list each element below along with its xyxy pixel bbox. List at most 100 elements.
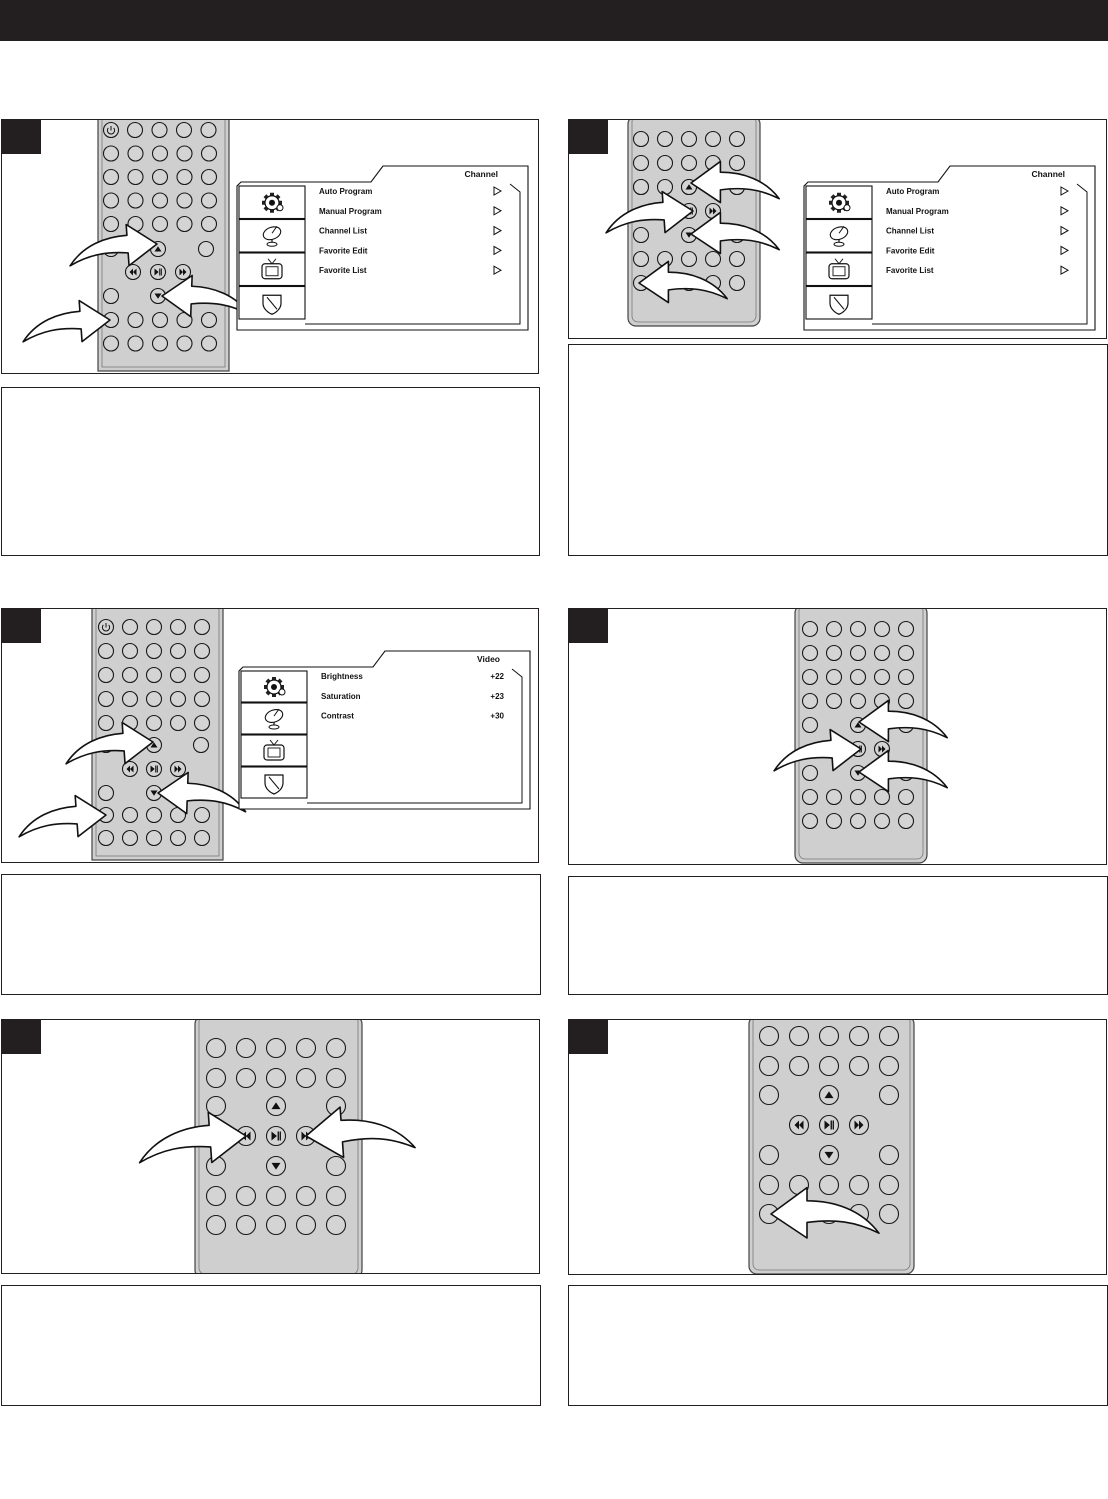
menu-item-label: Auto Program [319, 187, 372, 196]
remote-button [97, 829, 115, 847]
remote-button [849, 644, 867, 662]
step-panel-5 [1, 1019, 540, 1274]
remote-button [680, 250, 698, 268]
remote-button [849, 692, 867, 710]
remote-button [121, 806, 139, 824]
remote-button [200, 311, 218, 329]
remote-button [169, 618, 187, 636]
remote-button [818, 1025, 840, 1047]
remote-button [265, 1037, 287, 1059]
remote-button [295, 1185, 317, 1207]
remote-button [758, 1025, 780, 1047]
remote-button [897, 812, 915, 830]
remote-button [295, 1214, 317, 1236]
menu-item-label: Favorite Edit [886, 246, 935, 255]
step-text-box-4 [568, 876, 1108, 995]
remote-button [121, 618, 139, 636]
tv-icon [263, 739, 285, 761]
remote-button [176, 335, 193, 352]
remote-button [656, 154, 674, 172]
remote-button [758, 1144, 780, 1166]
menu-item-label: Auto Program [886, 187, 939, 196]
remote-button [878, 1084, 900, 1106]
remote-button [897, 692, 915, 710]
step-badge [2, 120, 41, 154]
remote-button [127, 335, 144, 352]
remote-button [121, 642, 139, 660]
remote-button [176, 192, 193, 209]
remote-button [849, 620, 867, 638]
fast-forward-icon [179, 268, 187, 276]
menu-item-label: Contrast [321, 712, 354, 721]
remote-button [801, 620, 819, 638]
pointer-arrow-icon [858, 749, 949, 793]
remote-button [169, 666, 187, 684]
remote-button [873, 620, 891, 638]
remote-button [127, 311, 144, 329]
pointer-arrow-icon [773, 728, 862, 772]
remote-button [193, 714, 211, 732]
remote-button [145, 806, 163, 824]
step-badge [2, 609, 41, 643]
remote-body [627, 120, 761, 327]
submenu-arrow-icon [493, 245, 503, 256]
remote-button [127, 192, 144, 209]
pointer-arrow-icon [858, 699, 949, 743]
submenu-arrow-icon [1060, 245, 1070, 256]
remote-button [145, 714, 163, 732]
remote-button [758, 1084, 780, 1106]
remote-button [878, 1025, 900, 1047]
menu-side-tab [240, 734, 308, 767]
step-text-box-1 [1, 387, 540, 556]
menu-title: Channel [464, 169, 498, 179]
remote-button [849, 812, 867, 830]
fast-forward-icon [709, 207, 717, 215]
remote-button [200, 215, 218, 233]
remote-button [193, 806, 211, 824]
pointer-arrow-icon [638, 260, 729, 304]
remote-button [193, 829, 211, 847]
remote-inner-edge [798, 609, 924, 860]
fast-forward-icon [854, 1120, 864, 1130]
remote-button [97, 714, 115, 732]
step-badge [569, 609, 608, 643]
step-text-box-2 [568, 344, 1108, 556]
pointer-arrow-icon [18, 794, 107, 838]
remote-button [848, 1055, 870, 1077]
remote-button [97, 666, 115, 684]
remote-button [102, 145, 120, 162]
remote-button [848, 1174, 870, 1196]
remote-button [897, 668, 915, 686]
remote-button [151, 311, 169, 329]
remote-button [145, 642, 163, 660]
menu-frame [238, 650, 531, 810]
remote-button [192, 736, 210, 754]
remote-button [102, 168, 120, 186]
remote-button [295, 1067, 317, 1089]
remote-illustration [605, 120, 781, 327]
menu-item-label: Favorite List [886, 266, 934, 275]
remote-button [788, 1055, 810, 1077]
menu-item-label: Favorite Edit [319, 246, 368, 255]
remote-button [121, 666, 139, 684]
remote-button [97, 690, 115, 708]
satellite-dish-icon [262, 225, 282, 247]
remote-button [205, 1214, 227, 1236]
remote-button [801, 668, 819, 686]
remote-button [102, 215, 120, 233]
remote-inner-edge [752, 1020, 911, 1271]
remote-button [825, 620, 843, 638]
rewind-icon [126, 765, 134, 773]
remote-button [801, 716, 819, 734]
menu-item-label: Channel List [319, 227, 367, 236]
menu-inner-frame [872, 183, 1088, 325]
remote-illustration [138, 1020, 416, 1273]
remote-button [801, 812, 819, 830]
play-pause-icon [154, 268, 162, 276]
remote-button [205, 1185, 227, 1207]
